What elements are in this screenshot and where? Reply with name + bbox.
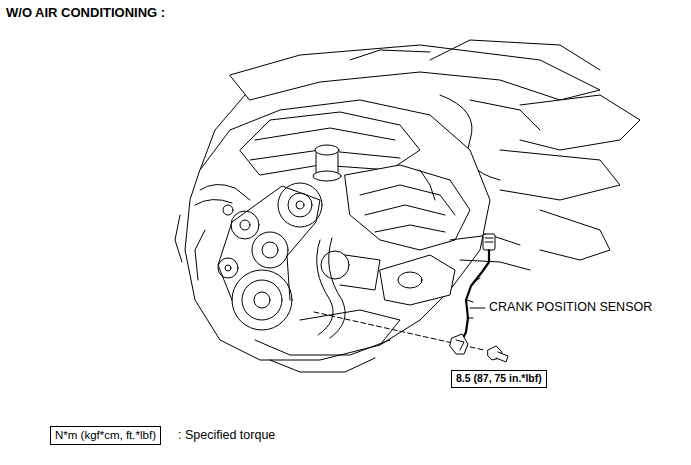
legend-box: N*m (kgf*cm, ft.*lbf) bbox=[50, 426, 161, 445]
legend-note: : Specified torque bbox=[178, 428, 275, 442]
box-text: N*m (kgf*cm, ft.*lbf) bbox=[55, 429, 156, 442]
box-text: 8.5 (87, 75 in.*lbf) bbox=[456, 373, 542, 385]
torque-box: 8.5 (87, 75 in.*lbf) bbox=[451, 370, 547, 388]
part-name: CRANK POSITION SENSOR bbox=[489, 300, 652, 314]
section-title: W/O AIR CONDITIONING : bbox=[6, 6, 165, 21]
